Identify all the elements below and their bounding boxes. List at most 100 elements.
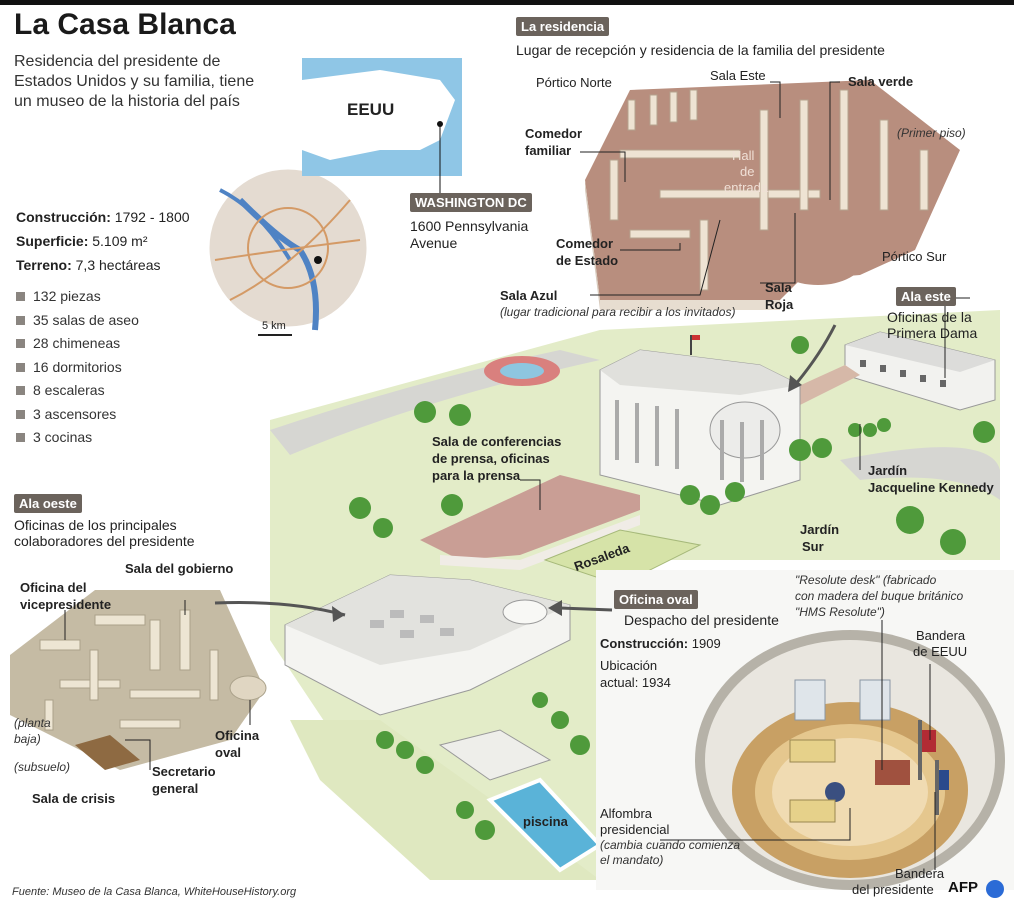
label-rug-1: Alfombra bbox=[600, 806, 653, 821]
page-title: La Casa Blanca bbox=[14, 8, 236, 41]
label-subsuelo: (subsuelo) bbox=[14, 760, 71, 774]
label-comedor-familiar-1: Comedor bbox=[525, 126, 583, 141]
label-portico-sur: Pórtico Sur bbox=[882, 249, 947, 264]
oval-location-2: actual: 1934 bbox=[600, 675, 671, 690]
west-wing-building bbox=[284, 574, 571, 716]
surface-label: Superficie: bbox=[16, 233, 89, 249]
oval-construction-label: Construcción: bbox=[600, 636, 689, 651]
label-hall-3: entrada bbox=[724, 180, 769, 195]
stat-item: 8 escaleras bbox=[16, 379, 139, 403]
stat-item: 16 dormitorios bbox=[16, 356, 139, 380]
oval-construction: Construcción: 1909 bbox=[600, 636, 721, 651]
residence-subtitle: Lugar de recepción y residencia de la fa… bbox=[516, 42, 885, 58]
map-scale: 5 km bbox=[262, 320, 286, 332]
label-resolute-1: "Resolute desk" (fabricado bbox=[795, 573, 937, 587]
map-address-line2: Avenue bbox=[410, 235, 458, 251]
label-resolute-2: con madera del buque británico bbox=[795, 589, 964, 603]
label-comedor-estado-2: de Estado bbox=[556, 253, 619, 268]
label-vice-1: Oficina del bbox=[20, 580, 87, 595]
west-colonnade bbox=[420, 475, 640, 560]
label-press-2: de prensa, oficinas bbox=[432, 451, 550, 466]
label-planta-1: (planta bbox=[14, 716, 51, 730]
main-residence-building bbox=[599, 335, 801, 506]
residence-floorplan bbox=[585, 80, 960, 310]
east-wing-desc-1: Oficinas de la bbox=[887, 309, 972, 325]
rose-garden bbox=[543, 529, 702, 586]
label-sala-roja-2: Roja bbox=[765, 297, 794, 312]
label-resolute-3: "HMS Resolute") bbox=[795, 605, 885, 619]
label-piscina: piscina bbox=[523, 814, 568, 829]
stat-item: 132 piezas bbox=[16, 285, 139, 309]
label-press-3: para la prensa bbox=[432, 468, 521, 483]
label-sala-azul: Sala Azul bbox=[500, 288, 558, 303]
east-colonnade bbox=[790, 365, 860, 405]
label-rug-4: el mandato) bbox=[600, 853, 664, 867]
label-flag-us-1: Bandera bbox=[916, 628, 966, 643]
oval-location-1: Ubicación bbox=[600, 658, 658, 673]
label-secretario-1: Secretario bbox=[152, 764, 216, 779]
oval-construction-value: 1909 bbox=[691, 636, 721, 651]
west-wing-desc-2: colaboradores del presidente bbox=[14, 533, 195, 549]
east-wing-building bbox=[844, 331, 996, 411]
label-rug-3: (cambia cuando comienza bbox=[600, 838, 741, 852]
west-wing-floorplan bbox=[10, 590, 267, 770]
land-value: 7,3 hectáreas bbox=[75, 257, 161, 273]
facts-block: Construcción: 1792 - 1800 Superficie: 5.… bbox=[16, 205, 190, 277]
west-wing-tag: Ala oeste bbox=[14, 494, 82, 513]
label-jardin-kennedy-1: Jardín bbox=[868, 463, 908, 478]
label-secretario-2: general bbox=[152, 781, 199, 796]
stat-item: 28 chimeneas bbox=[16, 332, 139, 356]
label-flag-us-2: de EEUU bbox=[913, 644, 968, 659]
label-press-1: Sala de conferencias bbox=[432, 434, 562, 449]
land-label: Terreno: bbox=[16, 257, 72, 273]
stats-list: 132 piezas 35 salas de aseo 28 chimeneas… bbox=[16, 285, 139, 450]
east-wing-tag: Ala este bbox=[896, 287, 956, 306]
stat-item: 3 ascensores bbox=[16, 403, 139, 427]
map-city-tag: WASHINGTON DC bbox=[410, 193, 532, 212]
label-flag-pres-2: del presidente bbox=[852, 882, 934, 897]
arrows bbox=[214, 324, 837, 622]
label-oficina-oval-1: Oficina bbox=[215, 728, 260, 743]
label-jardin-kennedy-2: Jacqueline Kennedy bbox=[868, 480, 994, 495]
locator-map bbox=[206, 166, 370, 336]
label-flag-pres-1: Bandera bbox=[895, 866, 945, 881]
afp-logo: AFP bbox=[948, 879, 978, 896]
label-portico-norte: Pórtico Norte bbox=[536, 75, 612, 90]
pool-house bbox=[438, 729, 552, 781]
intro-text: Residencia del presidente de Estados Uni… bbox=[14, 53, 255, 110]
label-jardin-sur-2: Sur bbox=[802, 539, 824, 554]
lower-lawn bbox=[290, 720, 600, 880]
label-rug-2: presidencial bbox=[600, 822, 670, 837]
label-planta-2: baja) bbox=[14, 732, 41, 746]
map-country-label: EEUU bbox=[347, 100, 395, 119]
label-sala-crisis: Sala de crisis bbox=[32, 791, 116, 806]
label-oficina-oval-2: oval bbox=[215, 745, 242, 760]
oval-office-inset bbox=[596, 570, 1014, 890]
west-wing-desc-1: Oficinas de los principales bbox=[14, 517, 177, 533]
label-jardin-sur-1: Jardín bbox=[800, 522, 840, 537]
label-sala-gobierno: Sala del gobierno bbox=[125, 561, 234, 576]
label-sala-verde: Sala verde bbox=[848, 74, 914, 89]
label-vice-2: vicepresidente bbox=[20, 597, 112, 612]
drive-loop bbox=[840, 447, 1000, 500]
leader-lines bbox=[64, 81, 970, 870]
construction-label: Construcción: bbox=[16, 209, 111, 225]
trees bbox=[349, 336, 995, 840]
label-primer-piso: (Primer piso) bbox=[897, 126, 966, 140]
stat-item: 3 cocinas bbox=[16, 426, 139, 450]
source-note: Fuente: Museo de la Casa Blanca, WhiteHo… bbox=[12, 886, 297, 898]
label-sala-roja-1: Sala bbox=[765, 280, 792, 295]
surface-value: 5.109 m² bbox=[92, 233, 148, 249]
oval-office-subtitle: Despacho del presidente bbox=[624, 612, 779, 628]
us-map-inset bbox=[302, 58, 462, 195]
label-comedor-familiar-2: familiar bbox=[525, 143, 572, 158]
label-comedor-estado-1: Comedor bbox=[556, 236, 614, 251]
oval-office-tag: Oficina oval bbox=[614, 590, 698, 609]
map-address-line1: 1600 Pennsylvania bbox=[410, 218, 529, 234]
afp-logo-icon bbox=[986, 880, 1004, 898]
label-sala-este: Sala Este bbox=[710, 68, 766, 83]
stat-item: 35 salas de aseo bbox=[16, 309, 139, 333]
east-wing-desc-2: Primera Dama bbox=[887, 325, 978, 341]
label-hall-2: de bbox=[740, 164, 755, 179]
